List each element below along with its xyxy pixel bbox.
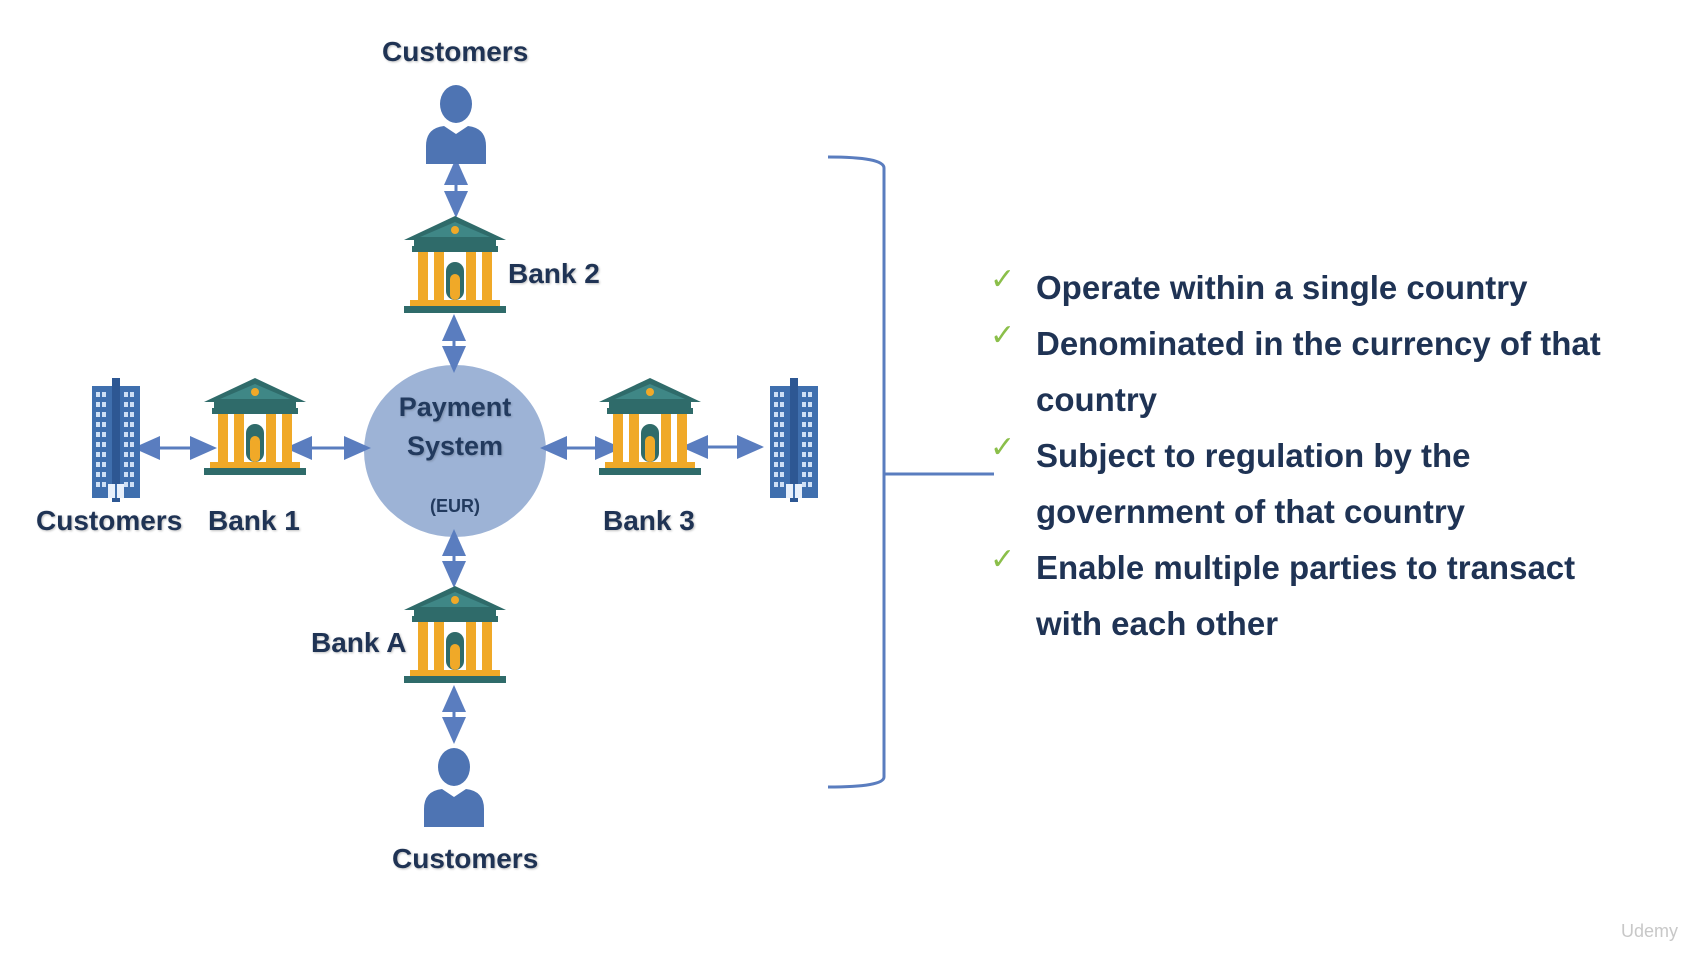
customers-bottom-label: Customers [392,843,539,874]
bank-1-label: Bank 1 [208,505,300,536]
checkmark-icon: ✓ [990,430,1016,465]
checkmark-icon: ✓ [990,262,1016,297]
characteristic-text: Operate within a single country [1036,269,1528,306]
checkmark-icon: ✓ [990,542,1016,577]
bank-a-label: Bank A [311,627,407,658]
bracket [827,155,994,789]
person-icon [426,85,486,164]
list-item: ✓ Operate within a single country [990,260,1630,316]
payment-system-title-line2: System [406,431,504,461]
payment-system-title-line1: Payment [398,392,512,422]
payment-system-hub [364,365,546,537]
payment-system-label: Payment System [362,388,548,466]
bank-icon [599,378,701,475]
list-item: ✓ Subject to regulation by the governmen… [990,428,1630,540]
customers-left-label: Customers [36,505,183,536]
office-building-icon [770,378,818,502]
characteristics-list: ✓ Operate within a single country ✓ Deno… [990,260,1630,652]
bank-2-label: Bank 2 [508,258,600,289]
udemy-watermark: Udemy [1620,921,1678,941]
bank-icon [404,586,506,683]
checkmark-icon: ✓ [990,318,1016,353]
list-item: ✓ Denominated in the currency of that co… [990,316,1630,428]
office-building-icon [92,378,140,502]
characteristic-text: Enable multiple parties to transact with… [1036,549,1576,642]
characteristic-text: Subject to regulation by the government … [1036,437,1471,530]
bank-icon [204,378,306,475]
bank-icon [404,216,506,313]
characteristic-text: Denominated in the currency of that coun… [1036,325,1601,418]
payment-system-currency: (EUR) [430,496,480,516]
customers-top-label: Customers [382,36,529,67]
bank-3-label: Bank 3 [603,505,695,536]
list-item: ✓ Enable multiple parties to transact wi… [990,540,1630,652]
person-icon [424,748,484,827]
